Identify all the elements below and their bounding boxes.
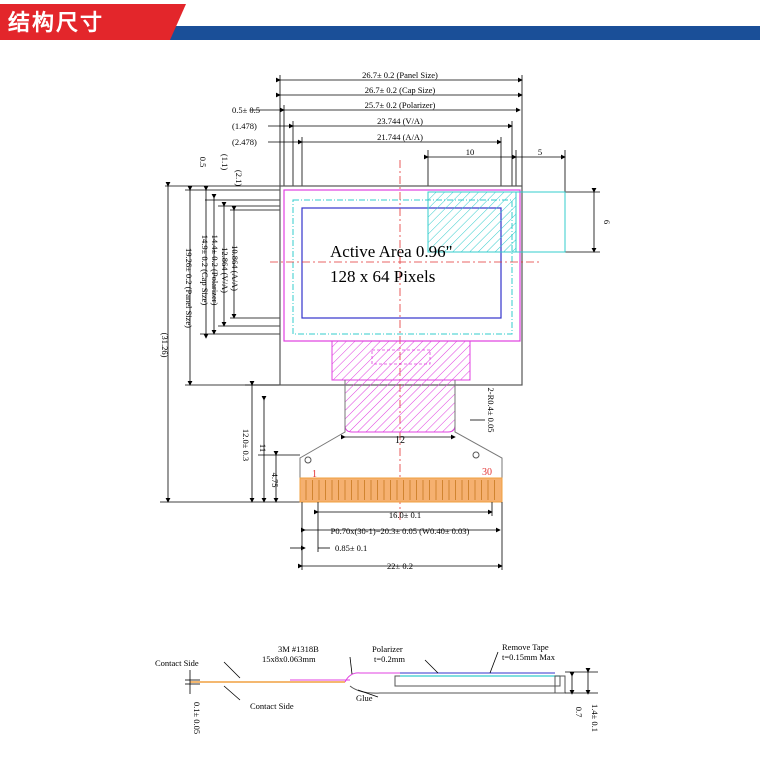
svg-text:21.744 (A/A): 21.744 (A/A): [377, 132, 423, 142]
top-dimension-lines: [250, 75, 600, 253]
pixel-count-label: 128 x 64 Pixels: [330, 267, 435, 286]
svg-text:Contact Side: Contact Side: [250, 701, 294, 711]
svg-text:12.0± 0.3: 12.0± 0.3: [241, 429, 251, 461]
svg-text:16.0± 0.1: 16.0± 0.1: [389, 510, 421, 520]
svg-text:Remove Tape: Remove Tape: [502, 642, 549, 652]
left-dimension-labels: 19.26± 0.2 (Panel Size) 14.9± 0.2 (Cap S…: [160, 154, 280, 488]
fpc-dimension-labels: 12 2-R0.4± 0.05 16.0± 0.1 P0.70x(30-1)=2…: [331, 387, 496, 571]
svg-text:Polarizer: Polarizer: [372, 644, 403, 654]
svg-text:3M #1318B: 3M #1318B: [278, 644, 319, 654]
svg-text:12: 12: [395, 435, 405, 446]
svg-text:5: 5: [538, 147, 542, 157]
svg-text:26.7± 0.2 (Panel Size): 26.7± 0.2 (Panel Size): [362, 70, 438, 80]
svg-text:t=0.15mm Max: t=0.15mm Max: [502, 652, 556, 662]
active-area-label: Active Area 0.96": [330, 242, 453, 261]
svg-text:(1.478): (1.478): [232, 121, 257, 131]
top-dimension-labels: 26.7± 0.2 (Panel Size) 26.7± 0.2 (Cap Si…: [232, 70, 612, 224]
pin-30-label: 30: [482, 467, 492, 478]
svg-text:26.7± 0.2 (Cap Size): 26.7± 0.2 (Cap Size): [365, 85, 436, 95]
svg-text:6: 6: [602, 220, 612, 224]
svg-text:(2.1): (2.1): [234, 170, 244, 186]
banner-blue-bar: [150, 26, 760, 40]
svg-text:2-R0.4± 0.05: 2-R0.4± 0.05: [486, 387, 496, 432]
svg-text:23.744 (V/A): 23.744 (V/A): [377, 116, 423, 126]
svg-text:22± 0.2: 22± 0.2: [387, 561, 413, 571]
svg-text:(1.1): (1.1): [220, 154, 230, 170]
section-title: 结构尺寸: [8, 11, 105, 36]
svg-text:1.4± 0.1: 1.4± 0.1: [590, 704, 600, 732]
fpc-cable: [299, 340, 503, 503]
svg-text:14.9± 0.2 (Cap Size): 14.9± 0.2 (Cap Size): [200, 235, 210, 306]
oled-panel: [270, 160, 566, 520]
svg-text:4.75: 4.75: [270, 473, 280, 488]
pin-1-label: 1: [312, 469, 317, 480]
svg-text:15x8x0.063mm: 15x8x0.063mm: [262, 654, 316, 664]
svg-text:10: 10: [466, 147, 475, 157]
svg-text:t=0.2mm: t=0.2mm: [374, 654, 405, 664]
svg-text:(2.478): (2.478): [232, 137, 257, 147]
svg-text:Contact Side: Contact Side: [155, 658, 199, 668]
svg-text:19.26± 0.2 (Panel Size): 19.26± 0.2 (Panel Size): [184, 248, 194, 328]
svg-text:P0.70x(30-1)=20.3± 0.05 (W0.40: P0.70x(30-1)=20.3± 0.05 (W0.40± 0.03): [331, 526, 470, 536]
section-banner: 结构尺寸: [0, 0, 760, 44]
svg-text:(31.26): (31.26): [160, 333, 170, 358]
side-view-leaders: [185, 651, 598, 701]
side-view-labels: Contact Side Contact Side 3M #1318B 15x8…: [155, 642, 600, 734]
svg-text:10.864 (A/A): 10.864 (A/A): [230, 245, 240, 291]
svg-text:25.7± 0.2 (Polarizer): 25.7± 0.2 (Polarizer): [365, 100, 436, 110]
svg-text:0.1± 0.05: 0.1± 0.05: [192, 702, 202, 734]
svg-text:0.7: 0.7: [574, 707, 584, 718]
side-view: [190, 672, 566, 694]
svg-text:12.864 (V/A): 12.864 (V/A): [220, 247, 230, 293]
svg-text:14.4± 0.2 (Polarizer): 14.4± 0.2 (Polarizer): [210, 235, 220, 306]
banner-red-tab: [0, 4, 186, 40]
svg-text:0.5± 0.5: 0.5± 0.5: [232, 105, 260, 115]
svg-text:0.5: 0.5: [198, 157, 208, 168]
fpc-dimension-lines: [290, 419, 503, 570]
svg-text:11: 11: [258, 444, 268, 452]
svg-text:Glue: Glue: [356, 693, 373, 703]
svg-text:0.85± 0.1: 0.85± 0.1: [335, 543, 367, 553]
